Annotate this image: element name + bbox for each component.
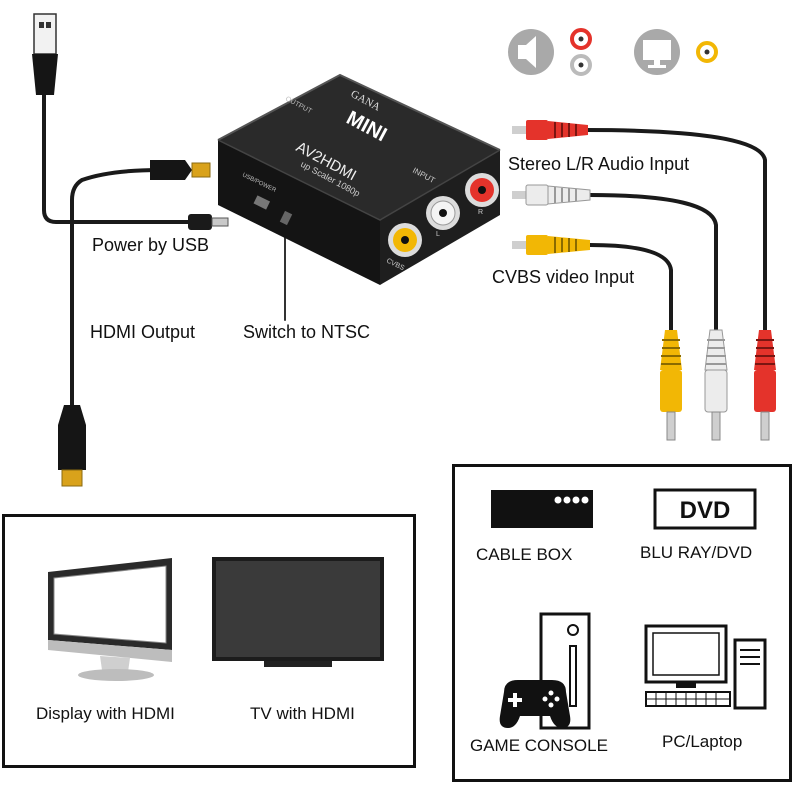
rca-plug-yellow-h-icon: [512, 235, 590, 255]
hdmi-cable-top: [70, 168, 162, 412]
monitor-icon: [634, 29, 680, 75]
jack-r-icon: [465, 173, 499, 207]
switch-icon: [279, 210, 293, 226]
jack-cvbs-icon: [388, 223, 422, 257]
usb-cable: [42, 93, 190, 224]
usb-port-icon: [253, 195, 271, 210]
barrel-plug-icon: [188, 214, 229, 230]
dvd-player-icon: DVD: [653, 488, 757, 530]
gamepad-icon: [499, 680, 571, 728]
converter-device: GANA MINI AV2HDMI up Scaler 1080p OUTPUT…: [217, 73, 501, 285]
output-devices-box: [2, 514, 416, 768]
cable-box-label: CABLE BOX: [476, 545, 573, 564]
rca-plug-white-h-icon: [512, 184, 591, 206]
display-hdmi-label: Display with HDMI: [36, 704, 175, 723]
speaker-icon: [508, 29, 554, 75]
usb-plug-icon: [32, 13, 58, 95]
cable-box-icon: [491, 490, 593, 528]
rca-plug-yellow-v-icon: [660, 330, 682, 441]
blu-ray-label: BLU RAY/DVD: [640, 543, 753, 562]
jack-l-icon: [426, 196, 460, 230]
rca-plug-red-v-icon: [754, 330, 776, 441]
white-rca-cable: [588, 193, 718, 332]
tv-hdmi-label: TV with HDMI: [250, 704, 355, 723]
power-by-usb-label: Power by USB: [92, 235, 210, 255]
dvd-logo-text: DVD: [680, 497, 731, 524]
desktop-monitor-icon: [48, 558, 172, 681]
rca-red-white-icon: [570, 28, 592, 76]
rca-plug-white-v-icon: [704, 329, 728, 441]
game-console-label: GAME CONSOLE: [470, 736, 608, 755]
rca-yellow-icon: [696, 41, 718, 63]
source-devices-box: [452, 464, 792, 782]
pc-icon: [644, 624, 767, 710]
switch-ntsc-label: Switch to NTSC: [243, 322, 371, 342]
red-rca-cable: [583, 128, 767, 332]
hdmi-plug-bottom-icon: [58, 405, 86, 487]
device-r: R: [478, 209, 483, 216]
pc-laptop-label: PC/Laptop: [662, 732, 743, 751]
yellow-rca-cable: [588, 243, 673, 332]
stereo-audio-label: Stereo L/R Audio Input: [508, 154, 690, 174]
hdmi-output-label: HDMI Output: [90, 322, 196, 342]
cvbs-video-label: CVBS video Input: [492, 267, 635, 287]
cables: [42, 93, 767, 412]
rca-plug-red-h-icon: [512, 120, 588, 140]
tv-icon: [212, 557, 384, 667]
device-l: L: [436, 231, 440, 238]
hdmi-plug-top-icon: [150, 160, 211, 180]
